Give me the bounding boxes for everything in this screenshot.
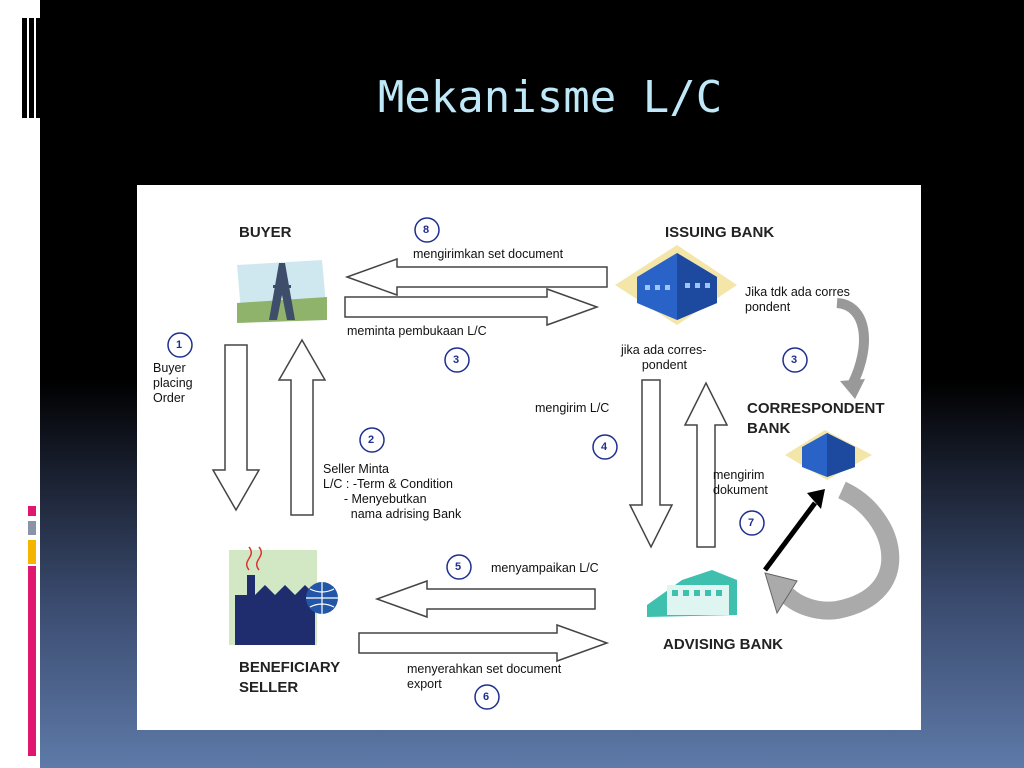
step-text-1: Buyer placing Order	[153, 361, 193, 405]
step-text-3b: Jika tdk ada corres pondent	[745, 285, 850, 314]
arrow-step-1	[211, 344, 261, 512]
lc-mechanism-diagram: 8 3 1 2 3 4 7 5 6 BUYER ISSUING BANK COR…	[137, 185, 921, 730]
node-beneficiary-seller: BENEFICIARY SELLER	[239, 659, 341, 696]
step-text-6: menyerahkan set document export	[407, 662, 562, 691]
step-text-7: mengirim dokument	[713, 468, 768, 497]
arrow-step-8	[344, 257, 608, 297]
arrow-step-2	[277, 338, 327, 516]
eiffel-tower-icon	[237, 260, 327, 323]
issuing-bank-building-icon	[615, 245, 737, 325]
arrow-step-7	[683, 381, 729, 548]
step-number-3b: 3	[791, 354, 798, 366]
step-circle-7	[739, 510, 765, 536]
step-circle-1	[167, 332, 193, 358]
step-circle-3	[444, 347, 470, 373]
node-issuing-bank: ISSUING BANK	[665, 224, 775, 241]
node-buyer: BUYER	[239, 224, 292, 241]
curve-arrow-correspondent-advising	[780, 481, 900, 620]
node-advising-bank: ADVISING BANK	[663, 636, 784, 653]
arrow-step-6	[358, 623, 610, 663]
step-text-3: meminta pembukaan L/C	[347, 324, 487, 338]
diagram-graphics	[167, 217, 900, 710]
node-correspondent-bank: CORRESPONDENT BANK	[747, 400, 885, 437]
accent-bars	[28, 506, 38, 756]
step-circle-2	[359, 427, 385, 453]
window-bars-decoration	[22, 18, 42, 118]
step-text-2: Seller Minta L/C : -Term & Condition - M…	[323, 462, 462, 521]
step-number-1: 1	[176, 339, 183, 351]
step-circle-8	[414, 217, 440, 243]
arrow-step-5	[374, 579, 596, 619]
step-number-7: 7	[748, 517, 755, 529]
step-number-5: 5	[455, 561, 462, 573]
slide-title: Mekanisme L/C	[377, 72, 723, 123]
step-text-5: menyampaikan L/C	[491, 561, 599, 575]
step-circle-5	[446, 554, 472, 580]
step-circle-6	[474, 684, 500, 710]
advising-bank-building-icon	[647, 570, 737, 617]
step-number-2: 2	[368, 434, 375, 446]
step-number-8: 8	[423, 224, 430, 236]
correspondent-bank-building-icon	[785, 430, 872, 480]
arrow-advising-correspondent	[762, 501, 818, 572]
step-text-3c: jika ada corres- pondent	[621, 343, 707, 372]
step-number-4: 4	[601, 441, 608, 453]
curve-arrow-issuing-correspondent	[836, 298, 869, 388]
step-number-3: 3	[453, 354, 460, 366]
arrow-step-3	[344, 287, 600, 327]
step-circle-3b	[782, 347, 808, 373]
step-text-8: mengirimkan set document	[413, 247, 564, 261]
step-number-6: 6	[483, 691, 490, 703]
step-text-4: mengirim L/C	[535, 401, 610, 415]
factory-globe-icon	[229, 546, 338, 645]
arrow-step-4	[628, 379, 674, 549]
step-circle-4	[592, 434, 618, 460]
